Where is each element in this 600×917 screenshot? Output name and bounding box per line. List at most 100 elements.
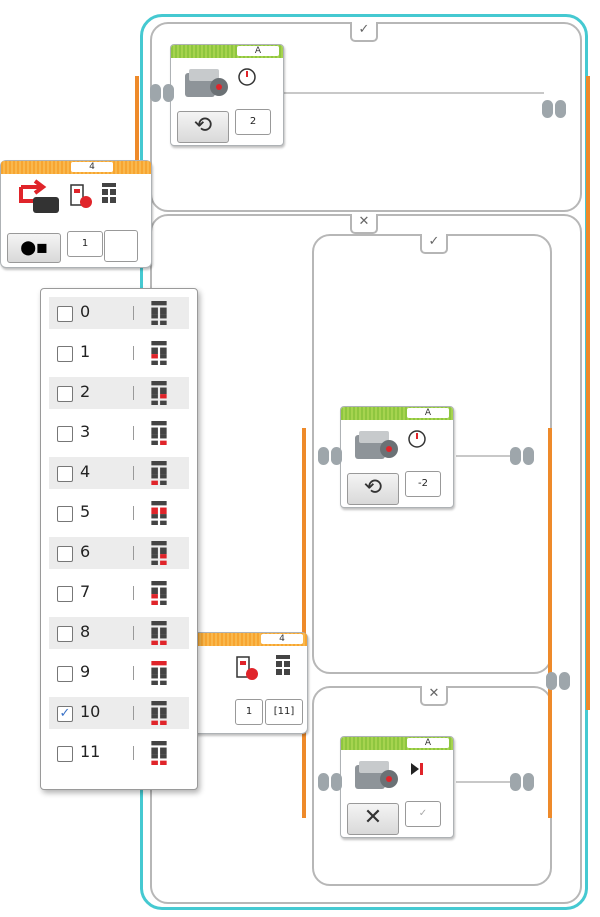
sequence-plug-left-3[interactable] bbox=[318, 773, 344, 791]
option-separator bbox=[133, 626, 134, 640]
speed-dial-icon bbox=[408, 430, 426, 448]
dropdown-option[interactable]: 5 bbox=[49, 497, 189, 529]
motor-block-3[interactable]: A ✕ ✓ bbox=[340, 736, 454, 838]
input-value-param[interactable]: 1 bbox=[235, 699, 263, 725]
option-label: 9 bbox=[80, 662, 91, 681]
option-checkbox[interactable] bbox=[57, 426, 73, 442]
sequence-plug-left-2[interactable] bbox=[318, 447, 344, 465]
array-value-param[interactable]: [11] bbox=[265, 699, 303, 725]
button-pattern-icon bbox=[151, 381, 167, 405]
option-separator bbox=[133, 386, 134, 400]
button-id-dropdown[interactable]: 0 1 2 3 4 5 6 7 8 9 ✓ 10 11 bbox=[40, 288, 198, 790]
option-checkbox[interactable] bbox=[57, 506, 73, 522]
option-checkbox[interactable] bbox=[57, 586, 73, 602]
button-grid-icon bbox=[276, 655, 290, 675]
port-label[interactable]: A bbox=[407, 738, 449, 748]
option-checkbox[interactable] bbox=[57, 546, 73, 562]
mode-rotate-button[interactable]: ⟲ bbox=[347, 473, 399, 505]
option-label: 0 bbox=[80, 302, 91, 321]
dropdown-option[interactable]: 2 bbox=[49, 377, 189, 409]
button-pattern-icon bbox=[151, 341, 167, 365]
option-label: 4 bbox=[80, 462, 91, 481]
sequence-wire-3 bbox=[456, 781, 512, 783]
brick-button-icon bbox=[70, 184, 92, 208]
input-value-param[interactable]: 1 bbox=[67, 231, 103, 257]
dropdown-option[interactable]: 6 bbox=[49, 537, 189, 569]
dropdown-option[interactable]: 4 bbox=[49, 457, 189, 489]
switch-arrows-icon bbox=[19, 179, 59, 213]
option-separator bbox=[133, 346, 134, 360]
port-label[interactable]: A bbox=[407, 408, 449, 418]
count-label: 4 bbox=[71, 162, 113, 172]
option-checkbox[interactable] bbox=[57, 386, 73, 402]
inner-switch-block[interactable]: 4 1 [11] bbox=[188, 632, 308, 734]
option-label: 1 bbox=[80, 342, 91, 361]
option-checkbox[interactable] bbox=[57, 306, 73, 322]
brick-button-icon bbox=[236, 656, 258, 680]
dropdown-option[interactable]: 9 bbox=[49, 657, 189, 689]
option-label: 3 bbox=[80, 422, 91, 441]
dropdown-option[interactable]: 0 bbox=[49, 297, 189, 329]
sequence-plug-right-2[interactable] bbox=[510, 447, 536, 465]
option-checkbox[interactable]: ✓ bbox=[57, 706, 73, 722]
button-pattern-icon bbox=[151, 421, 167, 445]
case-selector-box[interactable] bbox=[104, 230, 138, 262]
option-label: 10 bbox=[80, 702, 101, 721]
dropdown-option[interactable]: 3 bbox=[49, 417, 189, 449]
option-checkbox[interactable] bbox=[57, 346, 73, 362]
power-param[interactable]: 2 bbox=[235, 109, 271, 135]
mode-rotate-button[interactable]: ⟲ bbox=[177, 111, 229, 143]
sequence-plug-left-1[interactable] bbox=[150, 84, 176, 102]
case-tab-false[interactable]: ✕ bbox=[350, 214, 378, 234]
port-label[interactable]: A bbox=[237, 46, 279, 56]
button-pattern-icon bbox=[151, 501, 167, 525]
medium-motor-icon bbox=[185, 69, 228, 97]
dropdown-option[interactable]: ✓ 10 bbox=[49, 697, 189, 729]
dropdown-option[interactable]: 11 bbox=[49, 737, 189, 769]
motor-block-2[interactable]: A ⟲ -2 bbox=[340, 406, 454, 508]
power-param[interactable]: -2 bbox=[405, 471, 441, 497]
motor-block-1[interactable]: A ⟲ 2 bbox=[170, 44, 284, 146]
button-pattern-icon bbox=[151, 541, 167, 565]
medium-motor-icon bbox=[355, 761, 398, 789]
option-label: 11 bbox=[80, 742, 101, 761]
dropdown-option[interactable]: 8 bbox=[49, 617, 189, 649]
button-pattern-icon bbox=[151, 461, 167, 485]
option-checkbox[interactable] bbox=[57, 466, 73, 482]
case-tab-true[interactable]: ✓ bbox=[350, 22, 378, 42]
stop-icon bbox=[411, 763, 423, 775]
option-checkbox[interactable] bbox=[57, 746, 73, 762]
orange-wire-left-upper bbox=[135, 76, 139, 174]
mode-off-button[interactable]: ✕ bbox=[347, 803, 399, 835]
brake-param[interactable]: ✓ bbox=[405, 801, 441, 827]
dropdown-option[interactable]: 1 bbox=[49, 337, 189, 369]
sequence-plug-right-1[interactable] bbox=[542, 100, 568, 118]
option-label: 8 bbox=[80, 622, 91, 641]
sequence-plug-right-4[interactable] bbox=[546, 672, 572, 690]
option-separator bbox=[133, 586, 134, 600]
option-separator bbox=[133, 466, 134, 480]
sequence-wire-2 bbox=[456, 455, 512, 457]
inner-case-tab-true[interactable]: ✓ bbox=[420, 234, 448, 254]
button-grid-icon bbox=[102, 183, 116, 203]
inner-case-tab-false[interactable]: ✕ bbox=[420, 686, 448, 706]
option-separator bbox=[133, 746, 134, 760]
option-label: 2 bbox=[80, 382, 91, 401]
option-separator bbox=[133, 506, 134, 520]
option-checkbox[interactable] bbox=[57, 626, 73, 642]
button-pattern-icon bbox=[151, 581, 167, 605]
mode-selector-button[interactable]: ⬤◼ bbox=[7, 233, 61, 263]
orange-wire-inner-left bbox=[302, 428, 306, 818]
option-separator bbox=[133, 306, 134, 320]
option-separator bbox=[133, 666, 134, 680]
button-pattern-icon bbox=[151, 301, 167, 325]
orange-wire-top-right bbox=[586, 76, 590, 710]
sequence-plug-right-3[interactable] bbox=[510, 773, 536, 791]
sequence-wire-1 bbox=[282, 92, 544, 94]
option-checkbox[interactable] bbox=[57, 666, 73, 682]
speed-dial-icon bbox=[238, 68, 256, 86]
dropdown-option[interactable]: 7 bbox=[49, 577, 189, 609]
option-label: 5 bbox=[80, 502, 91, 521]
option-separator bbox=[133, 426, 134, 440]
button-pattern-icon bbox=[151, 661, 167, 685]
